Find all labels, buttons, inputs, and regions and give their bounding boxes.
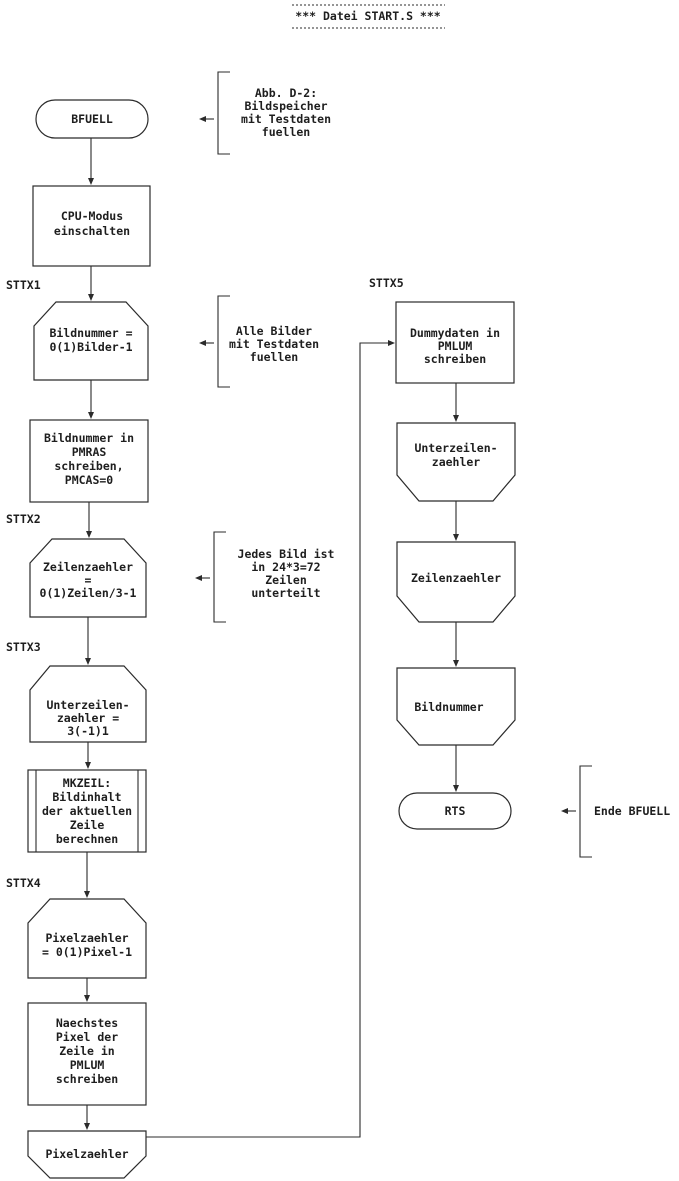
node-zeilenzaehler-end bbox=[396, 541, 516, 623]
node-bfuell bbox=[35, 99, 149, 139]
node-naechstes-pixel-line-5: schreiben bbox=[56, 1072, 118, 1086]
comment-abb-line-4: fuellen bbox=[262, 125, 311, 139]
node-bildnummer-loop-line-2: 0(1)Bilder-1 bbox=[49, 340, 132, 354]
node-cpu-modus-line-1: CPU-Modus bbox=[61, 209, 123, 223]
node-pixelzaehler-end-line-1: Pixelzaehler bbox=[45, 1147, 128, 1161]
comment-alle-bilder-line-1: Alle Bilder bbox=[236, 324, 312, 338]
comment-abb-line-2: Bildspeicher bbox=[244, 99, 327, 113]
node-unterzeilen-loop-line-1: Unterzeilen- bbox=[46, 698, 129, 712]
label-sttx3: STTX3 bbox=[6, 640, 41, 654]
node-bildnummer-end-line-1: Bildnummer bbox=[414, 700, 483, 714]
node-dummydaten-line-1: Dummydaten in bbox=[410, 326, 500, 340]
node-cpu-modus-line-2: einschalten bbox=[54, 224, 130, 238]
comment-alle-bilder-line-2: mit Testdaten bbox=[229, 337, 319, 351]
node-bildnummer-pmras-line-3: schreiben, bbox=[54, 459, 123, 473]
comment-jedes-bild-line-4: unterteilt bbox=[251, 586, 320, 600]
connectors bbox=[84, 138, 459, 1138]
comment-abb: Abb. D-2: Bildspeicher mit Testdaten fue… bbox=[199, 71, 331, 155]
node-zeilenzaehler-loop-line-1: Zeilenzaehler bbox=[43, 560, 133, 574]
node-bildnummer-end bbox=[396, 667, 516, 746]
node-mkzeil-line-3: der aktuellen bbox=[42, 804, 132, 818]
node-bfuell-line-1: BFUELL bbox=[71, 112, 113, 126]
comment-jedes-bild-line-2: in 24*3=72 bbox=[251, 560, 320, 574]
node-unterzeilen-end-line-1: Unterzeilen- bbox=[414, 441, 497, 455]
node-pixelzaehler-end bbox=[27, 1130, 147, 1179]
comment-alle-bilder-line-3: fuellen bbox=[250, 350, 299, 364]
comment-ende-line-1: Ende BFUELL bbox=[594, 804, 670, 818]
node-pixelzaehler-loop-line-2: = 0(1)Pixel-1 bbox=[42, 945, 132, 959]
node-zeilenzaehler-loop bbox=[29, 538, 147, 618]
comment-jedes-bild: Jedes Bild ist in 24*3=72 Zeilen unterte… bbox=[195, 531, 335, 623]
node-naechstes-pixel-line-3: Zeile in bbox=[59, 1044, 114, 1058]
node-zeilenzaehler-loop-line-3: 0(1)Zeilen/3-1 bbox=[40, 586, 137, 600]
node-pixelzaehler-loop-line-1: Pixelzaehler bbox=[45, 931, 128, 945]
node-bildnummer-pmras-line-4: PMCAS=0 bbox=[65, 473, 114, 487]
node-dummydaten-line-2: PMLUM bbox=[438, 339, 473, 353]
comment-abb-line-1: Abb. D-2: bbox=[255, 86, 317, 100]
label-sttx1: STTX1 bbox=[6, 278, 41, 292]
node-rts bbox=[398, 792, 512, 830]
comment-ende: Ende BFUELL bbox=[561, 765, 670, 858]
node-bildnummer-loop-line-1: Bildnummer = bbox=[49, 326, 132, 340]
node-unterzeilen-loop-line-2: zaehler = bbox=[57, 711, 119, 725]
node-mkzeil-line-4: Zeile bbox=[70, 818, 105, 832]
node-unterzeilen-loop-line-3: 3(-1)1 bbox=[67, 724, 109, 738]
node-dummydaten bbox=[395, 301, 515, 384]
node-mkzeil-line-5: berechnen bbox=[56, 832, 118, 846]
node-bildnummer-loop bbox=[33, 301, 149, 381]
node-dummydaten-line-3: schreiben bbox=[424, 352, 486, 366]
node-zeilenzaehler-end-line-1: Zeilenzaehler bbox=[411, 571, 501, 585]
node-bildnummer-pmras-line-1: Bildnummer in bbox=[44, 431, 134, 445]
node-naechstes-pixel-line-4: PMLUM bbox=[70, 1058, 105, 1072]
node-zeilenzaehler-loop-line-2: = bbox=[85, 573, 92, 587]
comment-alle-bilder: Alle Bilder mit Testdaten fuellen bbox=[199, 295, 319, 388]
node-unterzeilen-loop bbox=[29, 665, 147, 743]
node-bildnummer-pmras-line-2: PMRAS bbox=[72, 445, 107, 459]
comment-jedes-bild-line-3: Zeilen bbox=[265, 573, 307, 587]
node-mkzeil-line-1: MKZEIL: bbox=[63, 776, 111, 790]
comment-abb-line-3: mit Testdaten bbox=[241, 112, 331, 126]
node-unterzeilen-end bbox=[396, 422, 516, 502]
page-title: *** Datei START.S *** bbox=[295, 9, 440, 23]
node-naechstes-pixel-line-1: Naechstes bbox=[56, 1016, 118, 1030]
node-rts-line-1: RTS bbox=[445, 804, 466, 818]
label-sttx2: STTX2 bbox=[6, 512, 41, 526]
node-mkzeil-line-2: Bildinhalt bbox=[52, 790, 121, 804]
comment-jedes-bild-line-1: Jedes Bild ist bbox=[238, 547, 335, 561]
label-sttx4: STTX4 bbox=[6, 876, 41, 890]
node-unterzeilen-end-line-2: zaehler bbox=[432, 455, 481, 469]
node-pixelzaehler-loop bbox=[27, 898, 147, 979]
label-sttx5: STTX5 bbox=[369, 276, 404, 290]
node-naechstes-pixel-line-2: Pixel der bbox=[56, 1030, 118, 1044]
